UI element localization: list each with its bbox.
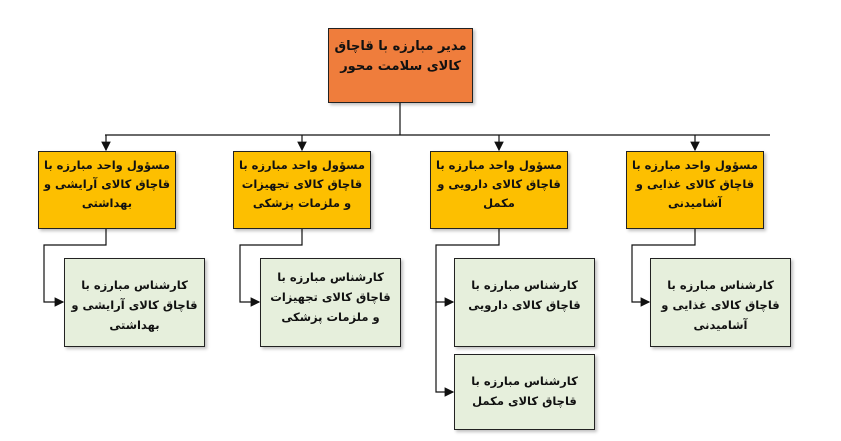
root-title: مدیر مبارزه با قاچاق کالای سلامت محور	[334, 39, 467, 74]
expert-box-medical-equipment: کارشناس مبارزه با قاچاق کالای تجهیزات و …	[260, 258, 401, 347]
connector-expert-2	[239, 229, 303, 307]
unit-title: مسؤول واحد مبارزه با قاچاق کالای غذایی و…	[632, 158, 758, 210]
unit-title: مسؤول واحد مبارزه با قاچاق کالای آرایشی …	[43, 158, 171, 210]
connector-expert-4	[631, 229, 696, 307]
root-box: مدیر مبارزه با قاچاق کالای سلامت محور	[328, 28, 473, 103]
expert-box-supplements: کارشناس مبارزه با قاچاق کالای مکمل	[454, 354, 595, 430]
expert-title: کارشناس مبارزه با قاچاق کالای تجهیزات و …	[270, 270, 391, 324]
unit-box-cosmetics: مسؤول واحد مبارزه با قاچاق کالای آرایشی …	[38, 151, 176, 229]
unit-box-pharma: مسؤول واحد مبارزه با قاچاق کالای دارویی …	[430, 151, 568, 229]
expert-title: کارشناس مبارزه با قاچاق کالای مکمل	[471, 374, 578, 408]
unit-title: مسؤول واحد مبارزه با قاچاق کالای دارویی …	[436, 158, 562, 210]
expert-box-cosmetics: کارشناس مبارزه با قاچاق کالای آرایشی و ب…	[64, 258, 205, 347]
expert-box-food: کارشناس مبارزه با قاچاق کالای غذایی و آش…	[650, 258, 791, 347]
expert-title: کارشناس مبارزه با قاچاق کالای غذایی و آش…	[661, 278, 780, 332]
expert-box-pharma: کارشناس مبارزه با قاچاق کالای دارویی	[454, 258, 595, 347]
expert-title: کارشناس مبارزه با قاچاق کالای آرایشی و ب…	[71, 278, 198, 332]
connector-expert-3a	[435, 229, 500, 307]
connector-expert-1	[43, 229, 107, 307]
unit-box-food: مسؤول واحد مبارزه با قاچاق کالای غذایی و…	[626, 151, 764, 229]
connector-expert-3b	[435, 302, 455, 397]
unit-title: مسؤول واحد مبارزه با قاچاق کالای تجهیزات…	[239, 158, 365, 210]
expert-title: کارشناس مبارزه با قاچاق کالای دارویی	[468, 278, 581, 312]
root-connector	[105, 103, 770, 136]
unit-box-medical-equipment: مسؤول واحد مبارزه با قاچاق کالای تجهیزات…	[233, 151, 371, 229]
